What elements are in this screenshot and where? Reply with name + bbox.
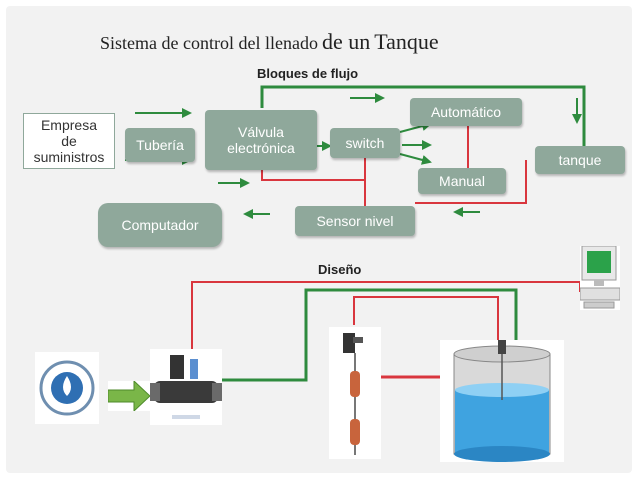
title-part-2: de un	[321, 29, 371, 54]
green-line-top-loop	[260, 85, 586, 146]
tank-photo	[440, 340, 564, 462]
arrow-switch-manual	[399, 153, 432, 165]
sensor-block: Sensor nivel	[295, 206, 415, 236]
supplier-block: Empresa de suministros	[23, 113, 115, 169]
right-arrow-icon	[107, 379, 151, 413]
section-flow-label: Bloques de flujo	[257, 66, 359, 81]
automatic-block: Automático	[410, 98, 522, 126]
computer-icon	[579, 245, 621, 310]
electronic-valve-photo	[150, 349, 222, 425]
valve-block: Válvula electrónica	[205, 110, 317, 170]
red-line-sensor-loop	[353, 296, 499, 340]
green-line-valve-to-tank	[222, 288, 518, 382]
manual-block: Manual	[418, 168, 506, 194]
switch-block: switch	[330, 128, 400, 158]
computer-block: Computador	[98, 203, 222, 247]
pipe-block: Tubería	[125, 128, 195, 162]
level-sensor-photo	[329, 327, 381, 459]
page-title: Sistema de control del llenado de un Tan…	[100, 29, 439, 55]
red-line-tank-to-sensor	[415, 160, 527, 204]
tank-block: tanque	[535, 146, 625, 174]
hidro-caribe-logo	[35, 352, 99, 424]
title-part-3: Tanque	[374, 29, 439, 54]
section-design-label: Diseño	[318, 262, 362, 277]
title-part-1: Sistema de control del llenado	[100, 33, 318, 53]
